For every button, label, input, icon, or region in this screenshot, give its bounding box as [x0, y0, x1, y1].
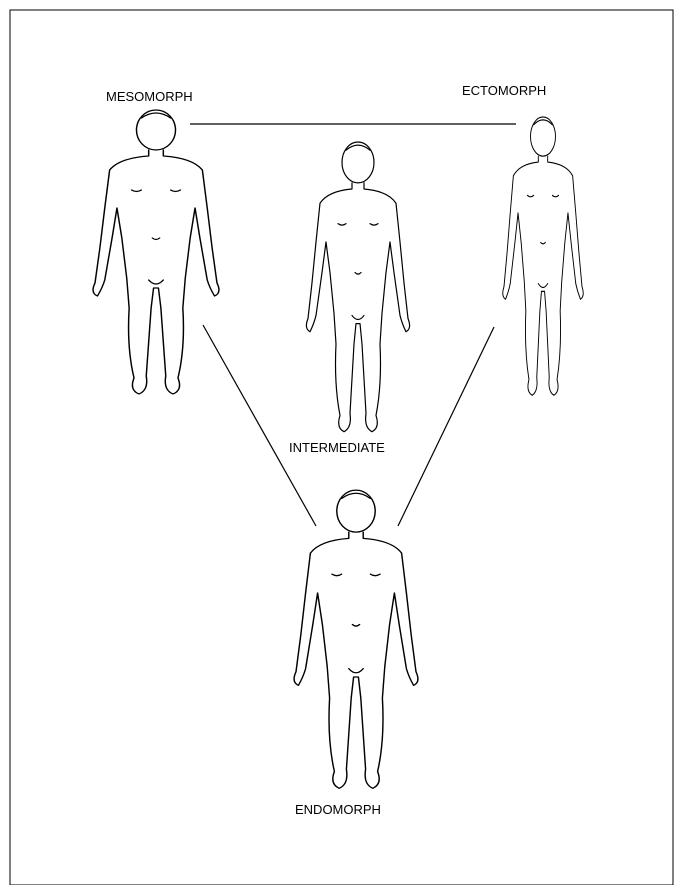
label-mesomorph: MESOMORPH [106, 89, 193, 104]
line-ecto-endo [398, 327, 494, 526]
intermediate-figure [306, 142, 409, 432]
line-meso-endo [203, 325, 316, 526]
ectomorph-figure [503, 117, 583, 395]
mesomorph-figure [93, 110, 219, 394]
endomorph-figure [294, 490, 418, 788]
label-intermediate: INTERMEDIATE [289, 440, 385, 455]
label-endomorph: ENDOMORPH [295, 802, 381, 817]
label-ectomorph: ECTOMORPH [462, 83, 546, 98]
